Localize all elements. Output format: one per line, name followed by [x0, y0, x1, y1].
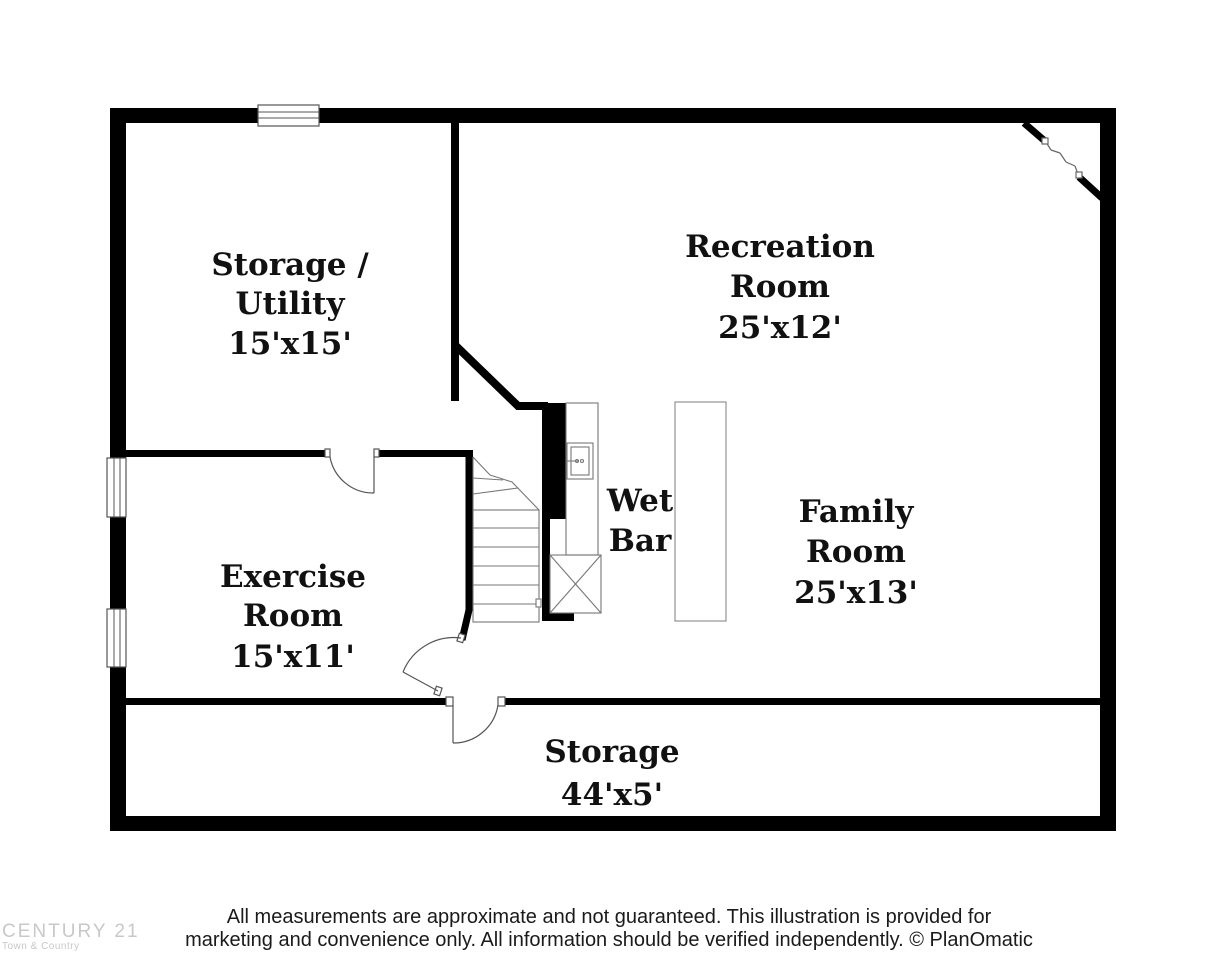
room-family-dims: 25'x13'	[794, 575, 918, 611]
fridge	[549, 554, 602, 614]
room-wet-bar-line1: Wet	[606, 483, 674, 519]
room-storage-utility-dims: 15'x15'	[228, 326, 352, 362]
room-recreation-line2: Room	[730, 269, 830, 305]
room-family-line2: Room	[806, 534, 906, 570]
window-left-upper	[106, 457, 127, 518]
room-exercise-line1: Exercise	[220, 559, 366, 595]
window-top	[257, 104, 320, 127]
disclaimer-line-1: All measurements are approximate and not…	[226, 906, 992, 928]
watermark-sub: Town & Country	[2, 941, 80, 952]
window-left-lower	[106, 608, 127, 668]
century21-watermark-logo: CENTURY 21 Town & Country	[2, 922, 140, 952]
door-exercise	[402, 632, 466, 697]
room-storage-utility-line1: Storage /	[211, 247, 369, 283]
room-wet-bar: Wet Bar	[606, 483, 674, 559]
room-storage-dims: 44'x5'	[561, 777, 663, 813]
room-family: Family Room 25'x13'	[794, 494, 918, 611]
door-utility	[324, 448, 380, 494]
disclaimer-line-2: marketing and convenience only. All info…	[185, 929, 1033, 951]
room-recreation-dims: 25'x12'	[718, 310, 842, 346]
room-exercise-dims: 15'x11'	[231, 639, 355, 675]
stairs	[472, 456, 542, 623]
room-storage: Storage 44'x5'	[544, 734, 679, 813]
room-wet-bar-line2: Bar	[609, 523, 672, 559]
room-family-line1: Family	[799, 494, 915, 530]
room-storage-line1: Storage	[544, 734, 679, 770]
bar-island	[674, 401, 727, 622]
outer-walls	[110, 108, 1116, 831]
room-recreation-line1: Recreation	[685, 229, 875, 265]
room-storage-utility-line2: Utility	[235, 286, 345, 322]
room-recreation: Recreation Room 25'x12'	[685, 229, 875, 346]
watermark-brand: CENTURY 21	[2, 921, 140, 942]
corner-door	[1041, 137, 1083, 179]
room-storage-utility: Storage / Utility 15'x15'	[211, 247, 369, 362]
room-exercise-line2: Room	[243, 598, 343, 634]
room-exercise: Exercise Room 15'x11'	[220, 559, 366, 675]
door-storage	[445, 696, 506, 744]
wet-bar-counter	[565, 402, 599, 556]
